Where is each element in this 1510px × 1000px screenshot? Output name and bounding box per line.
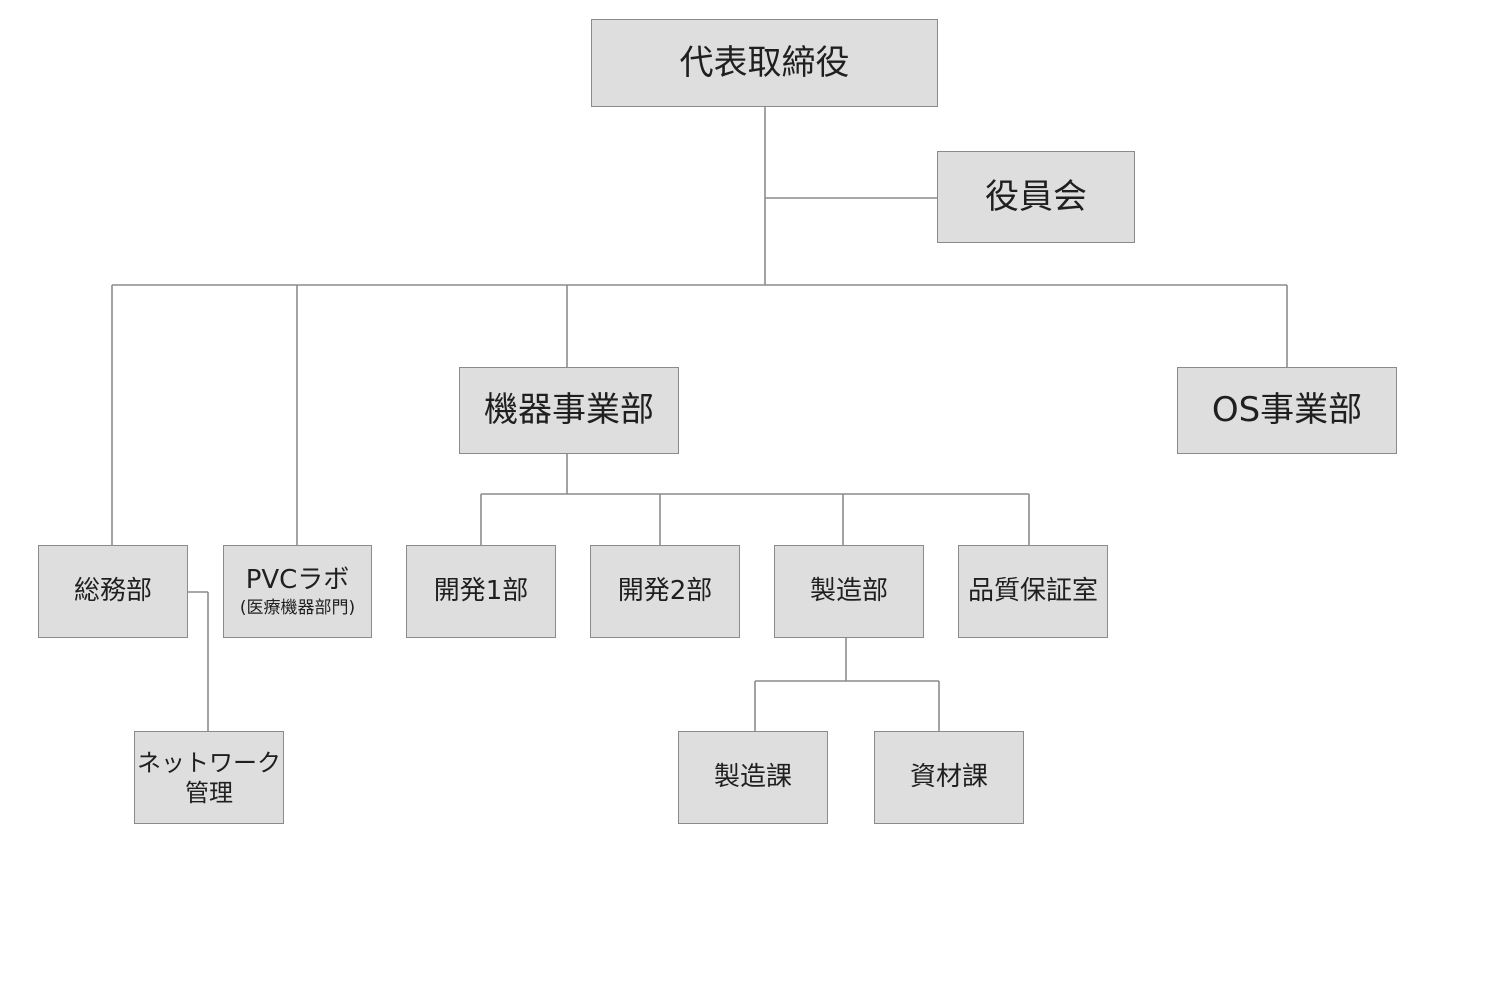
dev1-label: 開発1部: [433, 576, 529, 607]
network-label: ネットワーク: [137, 748, 281, 777]
materials-section-label: 資材課: [909, 762, 988, 793]
ceo-label: 代表取締役: [679, 42, 850, 83]
os-division-box: OS事業部: [1177, 367, 1397, 454]
board-box: 役員会: [937, 151, 1135, 243]
general-affairs-label: 総務部: [73, 576, 152, 607]
quality-label: 品質保証室: [967, 576, 1098, 607]
equipment-division-box: 機器事業部: [459, 367, 679, 454]
network-box: ネットワーク 管理: [134, 731, 284, 824]
dev2-box: 開発2部: [590, 545, 740, 638]
materials-section-box: 資材課: [874, 731, 1024, 824]
manufacturing-box: 製造部: [774, 545, 924, 638]
manufacturing-label: 製造部: [809, 576, 888, 607]
ceo-box: 代表取締役: [591, 19, 938, 107]
network-label-line2: 管理: [185, 778, 233, 807]
pvc-lab-sublabel: (医療機器部門): [239, 598, 356, 619]
equipment-division-label: 機器事業部: [484, 390, 654, 431]
general-affairs-box: 総務部: [38, 545, 188, 638]
dev1-box: 開発1部: [406, 545, 556, 638]
os-division-label: OS事業部: [1211, 390, 1363, 431]
pvc-lab-box: PVCラボ (医療機器部門): [223, 545, 372, 638]
board-label: 役員会: [985, 176, 1087, 217]
manufacturing-section-box: 製造課: [678, 731, 828, 824]
dev2-label: 開発2部: [617, 576, 713, 607]
pvc-lab-label: PVCラボ: [245, 564, 350, 595]
manufacturing-section-label: 製造課: [713, 762, 792, 793]
quality-box: 品質保証室: [958, 545, 1108, 638]
